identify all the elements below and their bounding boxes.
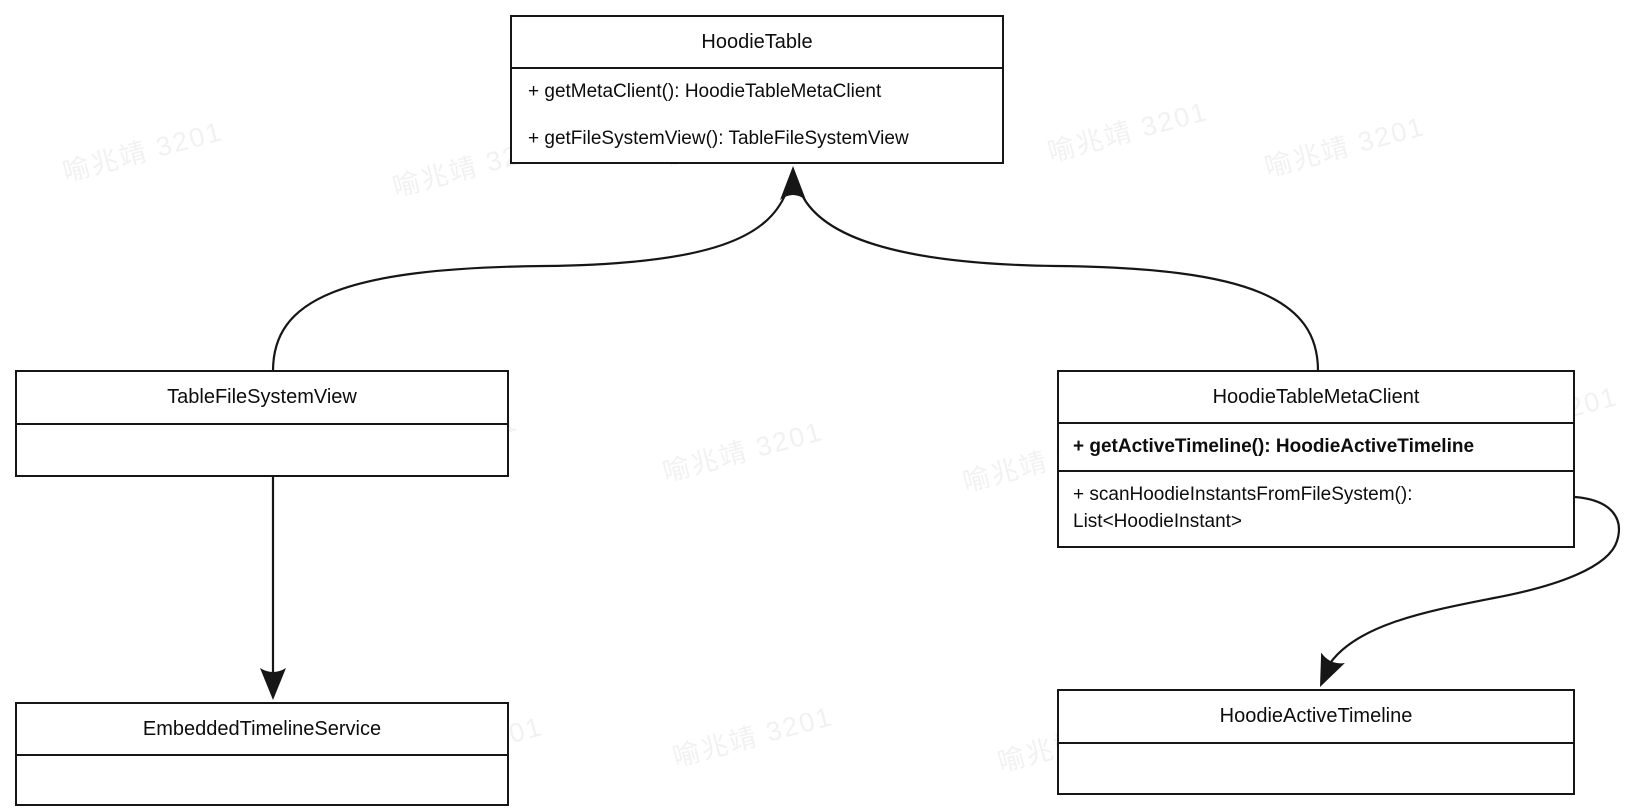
- method-getfilesystemview: + getFileSystemView(): TableFileSystemVi…: [528, 127, 909, 149]
- class-body-embeddedtimelineservice: [17, 756, 507, 804]
- edge-metaclient-to-activetimeline: [1326, 495, 1620, 669]
- class-box-embeddedtimelineservice: EmbeddedTimelineService: [15, 702, 509, 806]
- edge-metaclient-to-hoodietable: [800, 192, 1320, 372]
- arrowhead-down-embedded: [260, 668, 286, 700]
- class-title-tablefilesystemview: TableFileSystemView: [17, 372, 507, 425]
- class-box-tablefilesystemview: TableFileSystemView: [15, 370, 509, 477]
- class-body-hoodietable: + getMetaClient(): HoodieTableMetaClient…: [512, 69, 1002, 162]
- arrowhead-down-activetimeline: [1320, 652, 1345, 687]
- class-title-hoodietable: HoodieTable: [512, 17, 1002, 69]
- class-title-hoodieactivetimeline: HoodieActiveTimeline: [1059, 691, 1573, 744]
- class-box-hoodieactivetimeline: HoodieActiveTimeline: [1057, 689, 1575, 795]
- method-getmetaclient: + getMetaClient(): HoodieTableMetaClient: [528, 81, 882, 103]
- class-body-hoodieactivetimeline: [1059, 744, 1573, 793]
- arrowhead-up-hoodietable: [780, 166, 806, 200]
- class-box-hoodietablemetaclient: HoodieTableMetaClient + getActiveTimelin…: [1057, 370, 1575, 548]
- class-body-tablefilesystemview: [17, 425, 507, 475]
- method-getactivetimeline: + getActiveTimeline(): HoodieActiveTimel…: [1073, 436, 1475, 457]
- edge-tablefsv-to-hoodietable: [271, 192, 788, 372]
- class-title-hoodietablemetaclient: HoodieTableMetaClient: [1059, 372, 1573, 424]
- class-box-hoodietable: HoodieTable + getMetaClient(): HoodieTab…: [510, 15, 1004, 164]
- class-title-embeddedtimelineservice: EmbeddedTimelineService: [17, 704, 507, 756]
- method-scanhoodieinstants: + scanHoodieInstantsFromFileSystem(): Li…: [1059, 470, 1573, 546]
